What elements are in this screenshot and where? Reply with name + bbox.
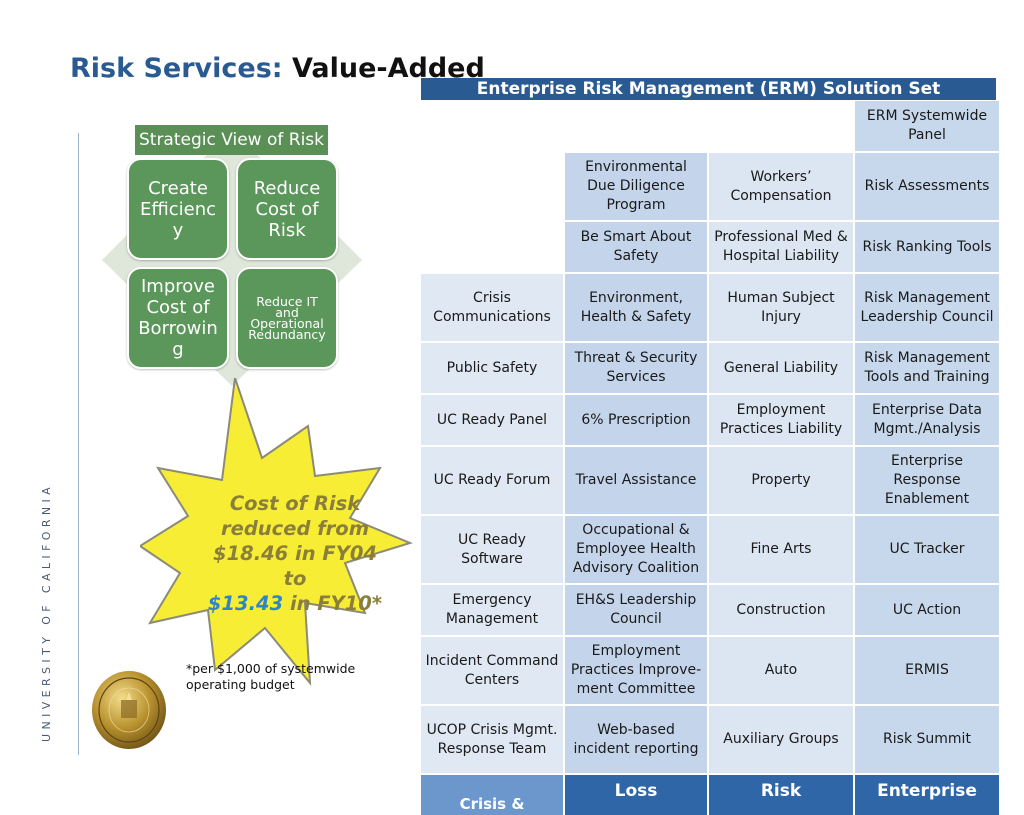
erm-cell: Be Smart About Safety <box>565 222 707 272</box>
erm-cell: 6% Prescription <box>565 395 707 445</box>
erm-cell: UC Ready Panel <box>421 395 563 445</box>
erm-cell: Risk Assessments <box>855 153 999 220</box>
callout-line-1: Cost of Risk <box>229 492 361 515</box>
quadrant-improve-cost-of-borrowing: Improve Cost of Borrowing <box>127 267 229 369</box>
university-vertical-label: UNIVERSITY OF CALIFORNIA <box>40 482 53 742</box>
erm-cell: UC Ready Forum <box>421 447 563 514</box>
erm-cell: Public Safety <box>421 343 563 393</box>
erm-cell: UCOP Crisis Mgmt. Response Team <box>421 706 563 773</box>
cost-of-risk-callout: Cost of Risk reduced from $18.46 in FY04… <box>200 491 390 616</box>
quadrant-reduce-it-redundancy: Reduce IT and Operational Redundancy <box>236 267 338 369</box>
erm-cell: Emergency Management <box>421 585 563 635</box>
erm-cell: Property <box>709 447 853 514</box>
erm-cell: Professional Med & Hospital Liability <box>709 222 853 272</box>
quadrant-reduce-cost-of-risk: Reduce Cost of Risk <box>236 158 338 260</box>
erm-cell: Threat & Security Services <box>565 343 707 393</box>
erm-cell: Human Subject Injury <box>709 274 853 341</box>
erm-cell: Enterprise Response Enablement <box>855 447 999 514</box>
erm-cell: Auto <box>709 637 853 704</box>
erm-empty-cell <box>709 101 853 151</box>
erm-cell: ERM Systemwide Panel <box>855 101 999 151</box>
erm-cell: Risk Ranking Tools <box>855 222 999 272</box>
erm-empty-cell <box>565 101 707 151</box>
erm-cell: Workers’ Compensation <box>709 153 853 220</box>
erm-cell: Construction <box>709 585 853 635</box>
callout-line-4: $13.43 in FY10* <box>200 591 390 616</box>
erm-cell: Crisis Communications <box>421 274 563 341</box>
erm-empty-cell <box>421 222 563 272</box>
erm-footer-cell: Risk <box>709 775 853 815</box>
erm-cell: Environment, Health & Safety <box>565 274 707 341</box>
erm-cell: Enterprise Data Mgmt./Analysis <box>855 395 999 445</box>
callout-line-3: $18.46 in FY04 to <box>213 542 377 590</box>
page-title: Risk Services: Value-Added <box>70 50 485 88</box>
erm-cell: Risk Management Tools and Training <box>855 343 999 393</box>
erm-cell: Occupational & Employee Health Advisory … <box>565 516 707 583</box>
erm-cell: Fine Arts <box>709 516 853 583</box>
erm-cell: Risk Management Leadership Council <box>855 274 999 341</box>
erm-empty-cell <box>421 153 563 220</box>
starburst-callout-shape <box>138 377 415 688</box>
callout-line-2: reduced from <box>220 517 370 540</box>
erm-cell: Web-based incident reporting <box>565 706 707 773</box>
erm-cell: Employment Practices Liability <box>709 395 853 445</box>
university-seal-icon <box>91 670 167 750</box>
erm-cell: ERMIS <box>855 637 999 704</box>
erm-cell: Auxiliary Groups <box>709 706 853 773</box>
erm-heading: Enterprise Risk Management (ERM) Solutio… <box>421 78 996 100</box>
callout-highlight-value: $13.43 <box>207 592 284 615</box>
erm-footer-cell: Enterprise <box>855 775 999 815</box>
erm-cell: UC Action <box>855 585 999 635</box>
erm-cell: General Liability <box>709 343 853 393</box>
erm-footer-cell: Crisis & <box>421 775 563 815</box>
quadrant-create-efficiency: Create Efficiency <box>127 158 229 260</box>
strategic-view-label: Strategic View of Risk <box>135 125 328 155</box>
erm-cell: UC Tracker <box>855 516 999 583</box>
left-divider-line <box>78 133 79 755</box>
footnote: *per $1,000 of systemwide operating budg… <box>186 661 356 692</box>
callout-line-4-rest: in FY10* <box>283 592 383 615</box>
erm-cell: UC Ready Software <box>421 516 563 583</box>
erm-cell: Incident Command Centers <box>421 637 563 704</box>
erm-footer-cell: Loss <box>565 775 707 815</box>
erm-cell: Travel Assistance <box>565 447 707 514</box>
title-part1: Risk Services: <box>70 53 283 84</box>
erm-cell: Risk Summit <box>855 706 999 773</box>
erm-cell: Environmental Due Diligence Program <box>565 153 707 220</box>
erm-cell: Employment Practices Improve-ment Commit… <box>565 637 707 704</box>
erm-empty-cell <box>421 101 563 151</box>
erm-cell: EH&S Leadership Council <box>565 585 707 635</box>
